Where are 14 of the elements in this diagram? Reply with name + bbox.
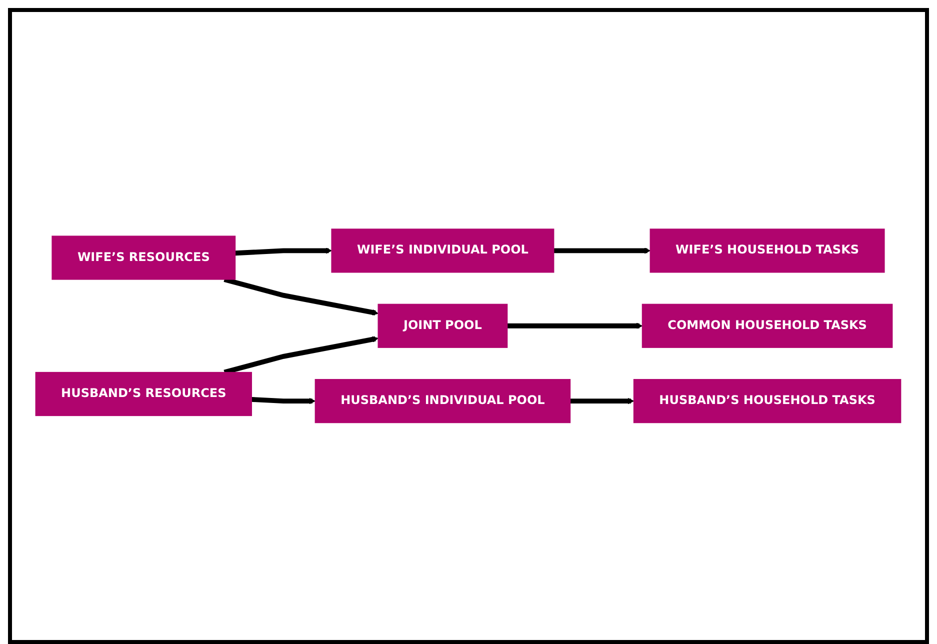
node-box: WIFE’S HOUSEHOLD TASKS (650, 228, 886, 273)
node-box: HUSBAND’S INDIVIDUAL POOL (315, 379, 571, 424)
node-box: WIFE’S RESOURCES (52, 236, 236, 280)
node-box: HUSBAND’S HOUSEHOLD TASKS (634, 379, 902, 424)
arrow (570, 398, 634, 404)
node-box: JOINT POOL (378, 304, 508, 348)
node-box: HUSBAND’S RESOURCES (36, 372, 252, 416)
node-box: COMMON HOUSEHOLD TASKS (642, 304, 893, 348)
arrow (224, 277, 379, 316)
arrow (235, 248, 332, 256)
arrow (554, 248, 651, 254)
node-box: WIFE’S INDIVIDUAL POOL (331, 228, 554, 273)
arrow (252, 397, 316, 404)
arrow (508, 322, 643, 330)
